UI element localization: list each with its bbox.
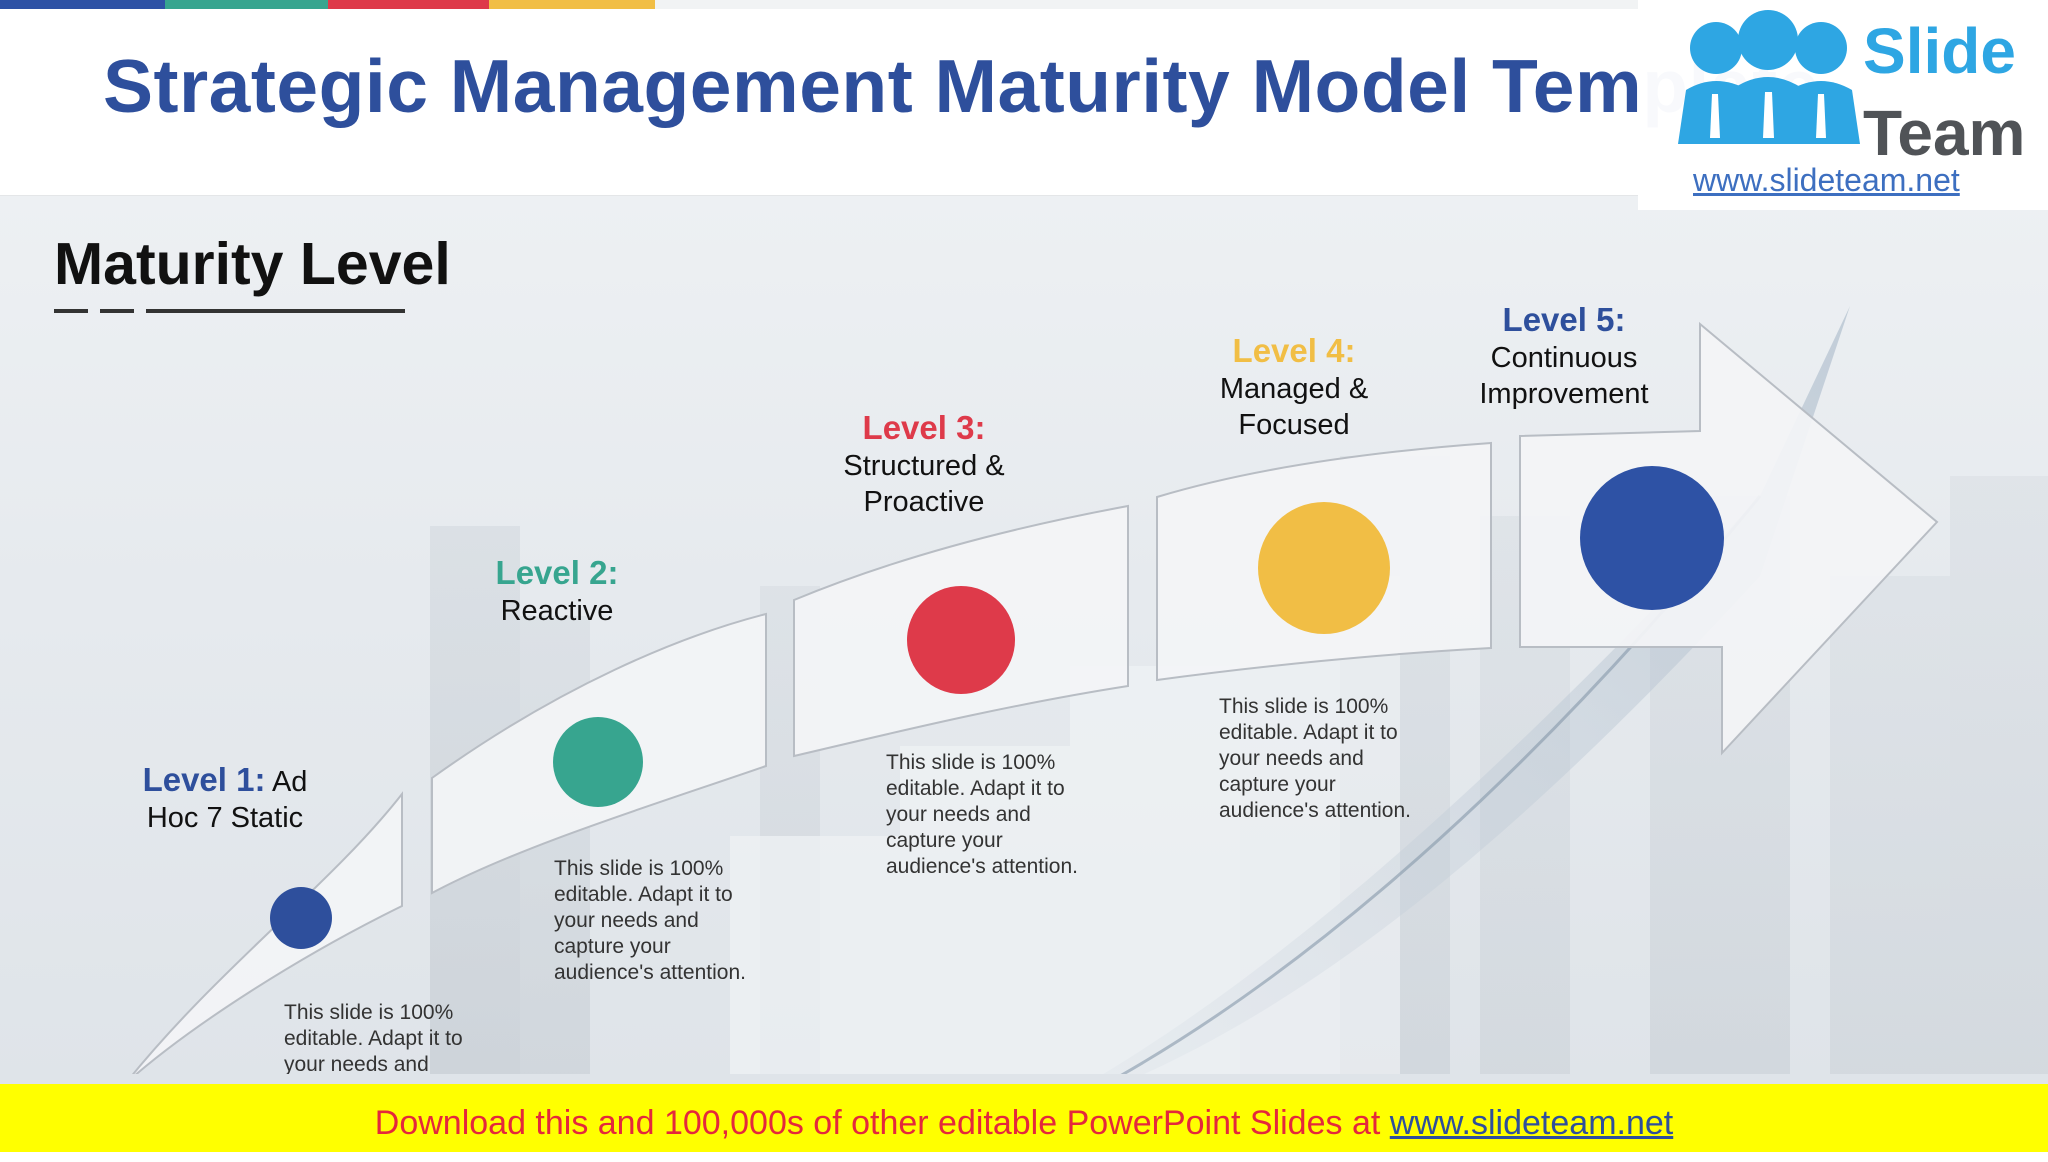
level-4-heading: Level 4: Managed & Focused [1184,333,1404,443]
level-2-dot [553,717,643,807]
level-4-name-b: Focused [1238,409,1350,441]
level-1-name-a: Ad [271,766,308,798]
level-3-name-b: Proactive [863,486,985,518]
level-4-name-a: Managed & [1219,373,1369,405]
maturity-steps-diagram [124,321,1939,1084]
title-underline-bar [146,309,405,313]
logo-word-slide: Slide [1863,15,2016,87]
level-1-name-b: Hoc 7 Static [146,802,304,834]
level-1-dot [270,887,332,949]
level-4-label: Level 4: [1232,332,1356,369]
download-banner: Download this and 100,000s of other edit… [0,1084,2048,1152]
strip-segment-blue [0,0,165,9]
level-3-label: Level 3: [862,409,986,446]
level-5-name-a: Continuous [1490,342,1638,374]
level-2-label: Level 2: [495,554,619,591]
level-4-description: This slide is 100% editable. Adapt it to… [1219,695,1411,822]
level-5-dot [1580,466,1724,610]
section-title: Maturity Level [54,231,451,297]
step-1-shape [124,791,403,1084]
strip-segment-green [165,0,328,9]
logo-url-link[interactable]: www.slideteam.net [1693,162,1960,198]
strip-segment-red [328,0,489,9]
level-2-heading: Level 2: Reactive [452,555,662,629]
slide-title: Strategic Management Maturity Model Temp… [103,44,1820,128]
people-group-icon [1678,10,1860,144]
top-color-strip [0,0,2048,9]
level-5-label: Level 5: [1502,301,1626,338]
level-3-description: This slide is 100% editable. Adapt it to… [886,751,1078,878]
level-3-dot [907,586,1015,694]
banner-link[interactable]: www.slideteam.net [1389,1104,1674,1142]
bottom-edge [0,1074,2048,1084]
level-4-dot [1258,502,1390,634]
banner-text: Download this and 100,000s of other edit… [374,1104,1390,1142]
strip-segment-yellow [489,0,655,9]
logo-word-team: Team [1863,97,2026,169]
level-1-label: Level 1: [142,761,266,798]
level-3-heading: Level 3: Structured & Proactive [814,410,1034,520]
level-1-description: This slide is 100% editable. Adapt it to… [284,1001,463,1076]
title-underline-dash-2 [100,309,134,313]
title-underline-dash-1 [54,309,88,313]
level-2-description: This slide is 100% editable. Adapt it to… [554,857,746,984]
level-5-name-b: Improvement [1479,378,1649,410]
level-2-name: Reactive [500,595,614,627]
slideteam-logo: Slide Team www.slideteam.net [1638,0,2048,210]
step-5-arrow-shape [1519,321,1939,756]
level-3-name-a: Structured & [843,450,1005,482]
level-1-heading: Level 1: Ad Hoc 7 Static [130,762,320,836]
level-5-heading: Level 5: Continuous Improvement [1454,302,1674,412]
